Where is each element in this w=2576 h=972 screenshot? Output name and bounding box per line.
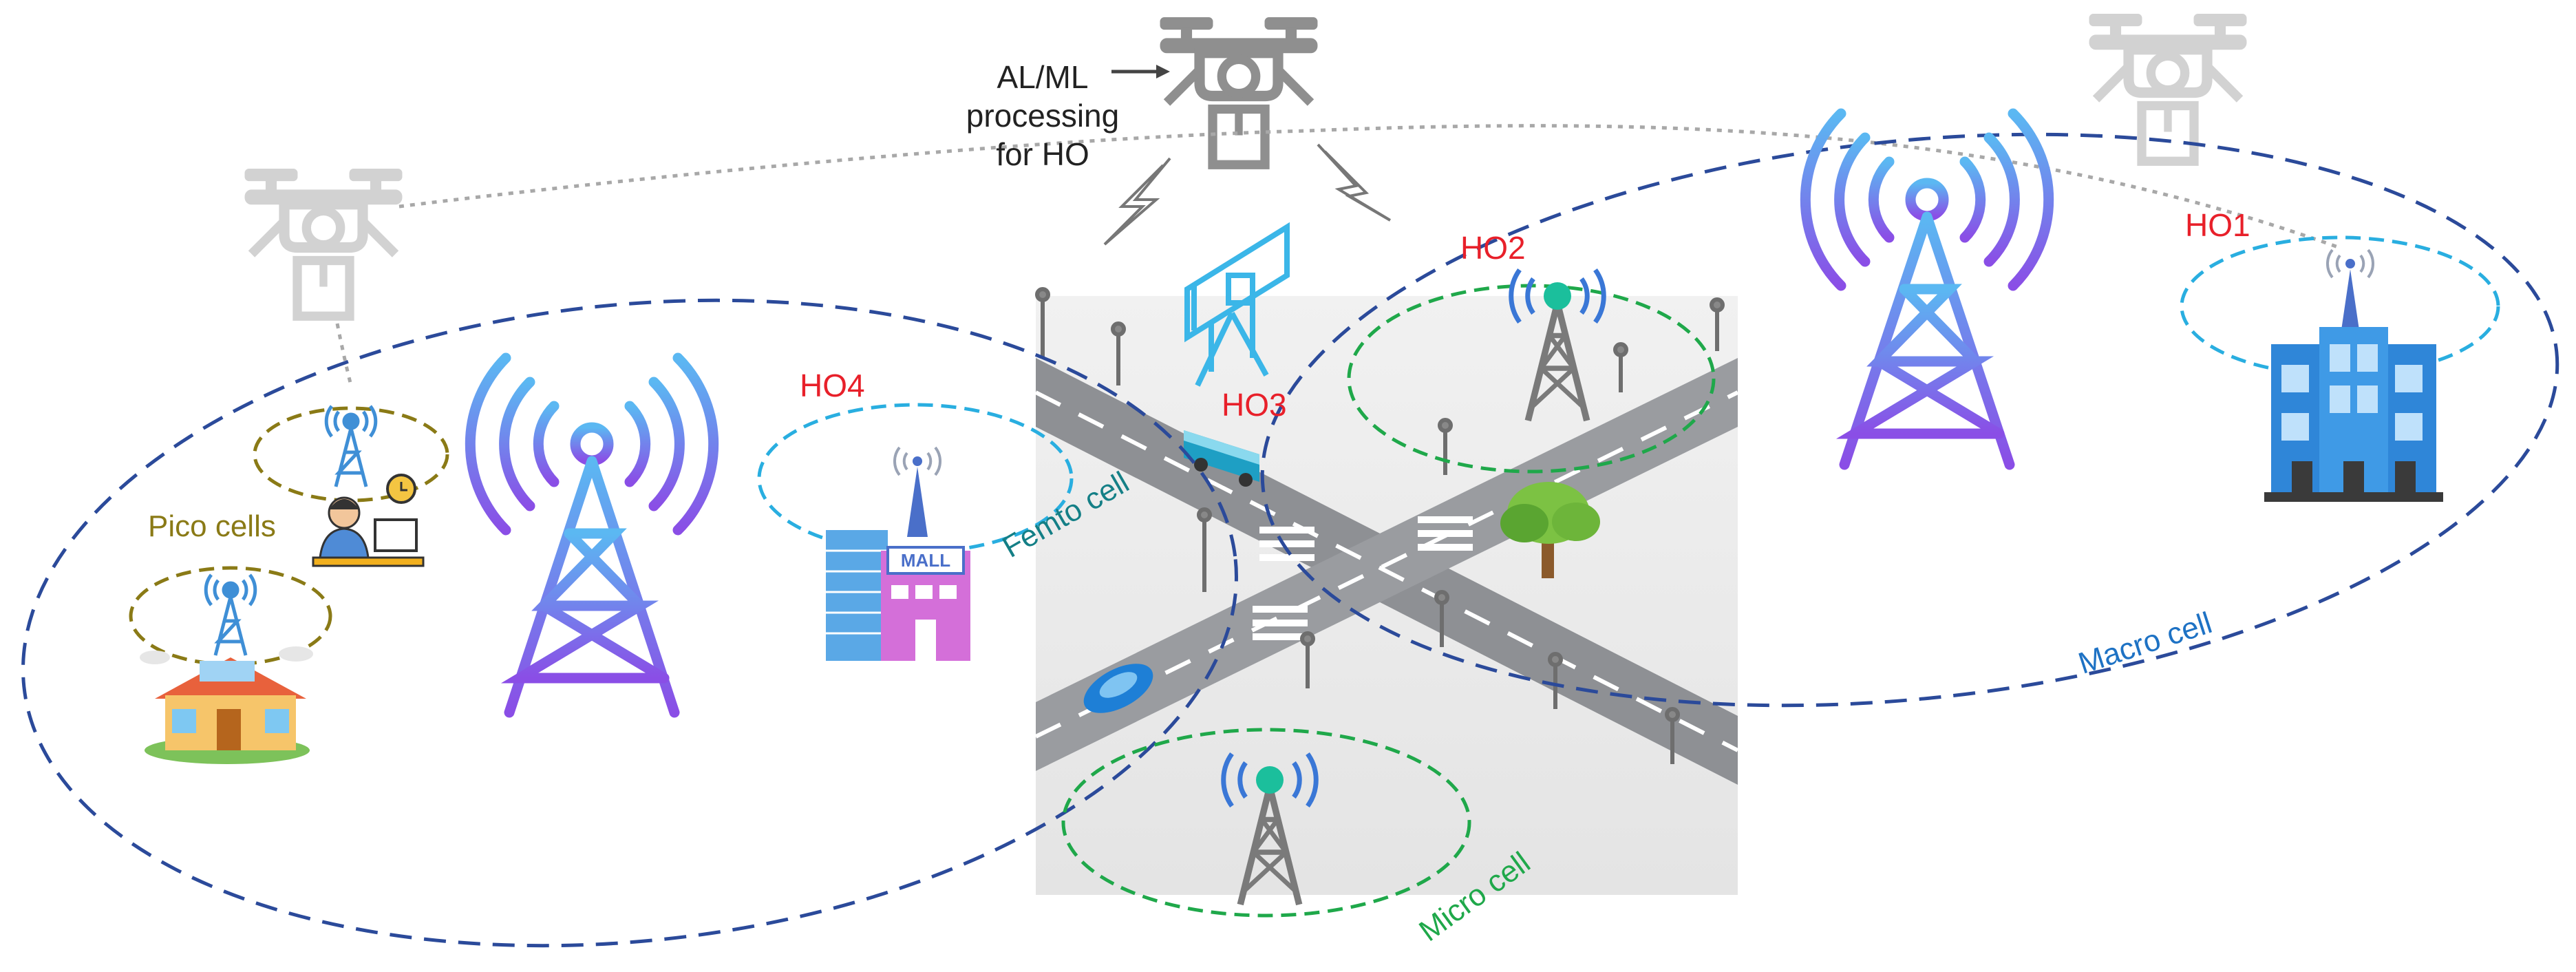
- macro-tower-right-icon: [1800, 108, 2054, 470]
- cloud-icon: [140, 646, 313, 664]
- svg-text:MALL: MALL: [901, 550, 950, 571]
- macro-cell-right-ring: [1260, 132, 2559, 708]
- pico-tower-upper-icon: [324, 405, 378, 487]
- mall-icon: MALL: [826, 530, 970, 661]
- street-lamps: [1035, 287, 1725, 764]
- macro-cell-left-ring: [21, 298, 1238, 948]
- micro-cell-ring-lower: [1061, 728, 1471, 918]
- femto-antenna-left-icon: [893, 446, 942, 537]
- car-icon: [1083, 664, 1153, 713]
- handover-label-ho2: HO2: [1460, 230, 1526, 266]
- micro-tower-upper-icon: [1509, 268, 1606, 421]
- macro-tower-left-icon: [465, 352, 719, 718]
- bus-icon: [1184, 430, 1259, 487]
- office-worker-icon: [312, 474, 425, 567]
- ai-processing-label: AL/ML processing for HO: [966, 59, 1120, 172]
- tree-icon: [1500, 482, 1600, 578]
- drone-faded-left-icon: [245, 169, 402, 317]
- femto-cell-ring-right: [2180, 235, 2500, 377]
- micro-tower-lower-icon: [1221, 752, 1319, 905]
- drone-faded-right-icon: [2089, 14, 2246, 161]
- pico-cells-label: Pico cells: [148, 509, 276, 543]
- handover-label-ho1: HO1: [2185, 207, 2250, 243]
- house-icon: [145, 657, 310, 764]
- lightning-icon: [1103, 143, 1392, 246]
- office-building-icon: [2264, 327, 2443, 502]
- handover-label-ho3: HO3: [1222, 387, 1287, 423]
- pico-tower-lower-icon: [204, 573, 257, 656]
- pico-cell-ring-upper: [253, 406, 449, 503]
- femto-cell-ring-left: [757, 403, 1074, 554]
- handover-label-ho4: HO4: [800, 368, 865, 403]
- road-intersection: [1034, 296, 1739, 895]
- drone-icon: [1160, 17, 1317, 165]
- billboard-icon: [1184, 222, 1290, 387]
- femto-antenna-right-icon: [2325, 249, 2375, 339]
- drone-trajectory: [335, 124, 2341, 386]
